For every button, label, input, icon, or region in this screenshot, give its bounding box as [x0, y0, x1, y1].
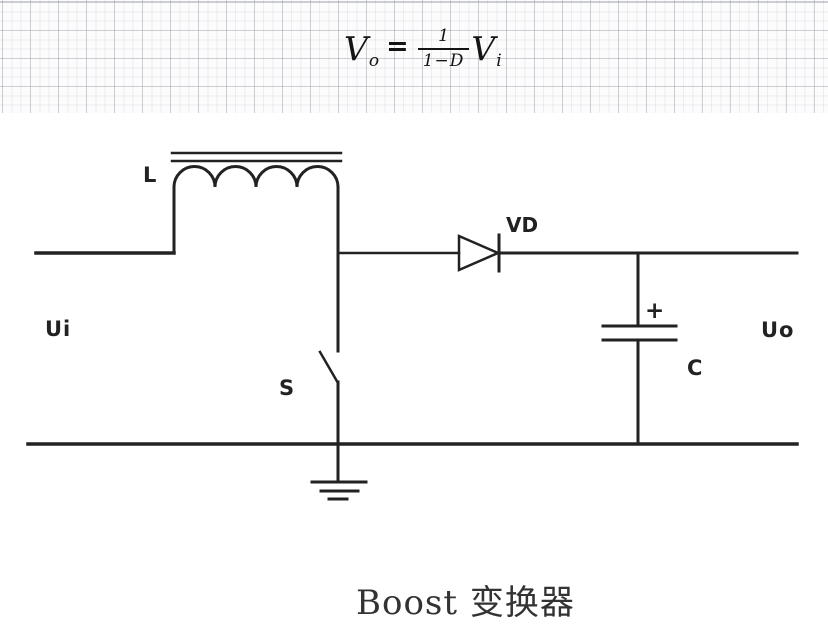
formula-equals-sign: = — [386, 31, 409, 63]
formula-rhs: Vi — [471, 29, 501, 70]
inductor-label: L — [143, 163, 156, 187]
formula-fraction-numerator: 1 — [438, 26, 449, 46]
diode-triangle — [457, 234, 502, 272]
diode-label: VD — [506, 213, 538, 237]
formula-lhs-sub: o — [368, 51, 380, 72]
capacitor-label: C — [687, 356, 702, 380]
switch-blade — [318, 350, 340, 385]
switch-label: S — [279, 376, 294, 400]
figure-caption: Boost 变换器 — [356, 583, 575, 623]
formula-fraction-denominator: 1−D — [417, 47, 470, 71]
formula-boost-gain: Vo = 1 1−D Vi — [344, 27, 502, 70]
formula-fraction: 1 1−D — [417, 26, 470, 71]
inductor-coil — [172, 165, 340, 189]
graph-paper-band — [0, 0, 828, 113]
formula-lhs-base: V — [344, 29, 368, 69]
formula-rhs-sub: i — [496, 51, 502, 72]
formula-rhs-base: V — [471, 29, 496, 69]
input-voltage-label: Ui — [45, 317, 71, 341]
capacitor-plus-sign: + — [645, 298, 664, 324]
formula-lhs: Vo — [344, 29, 379, 70]
output-voltage-label: Uo — [761, 318, 794, 342]
